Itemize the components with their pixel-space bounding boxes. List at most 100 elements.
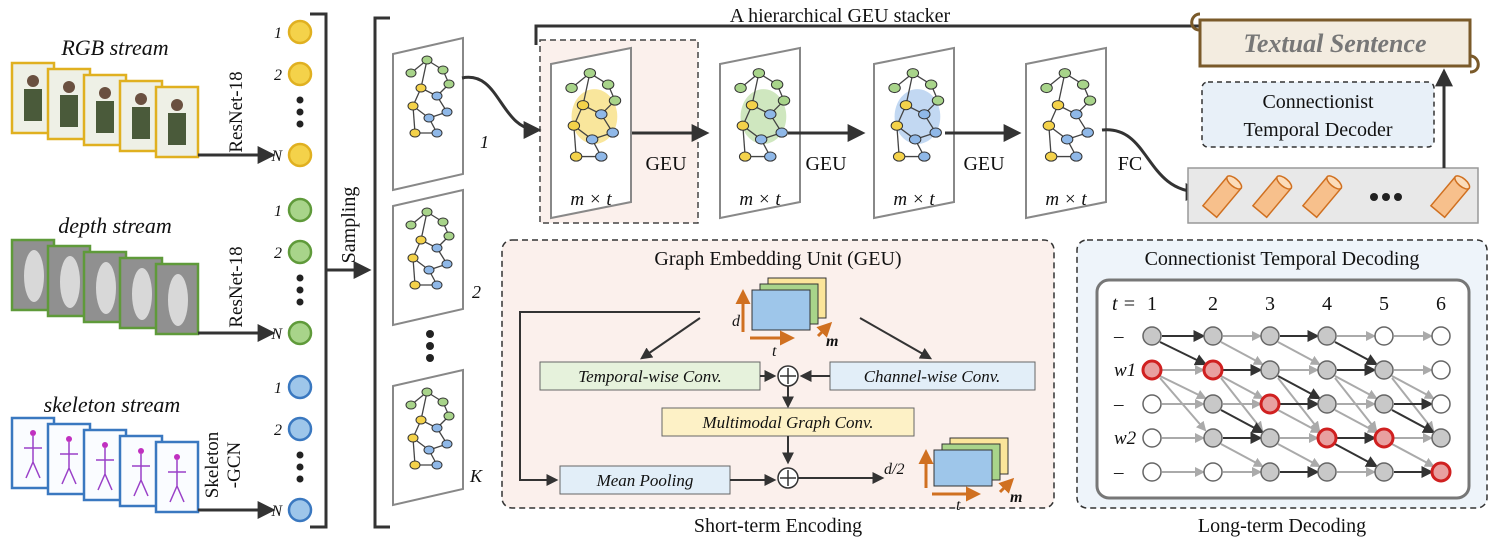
dims-label: m × t (570, 189, 612, 210)
ctc-node (1317, 394, 1337, 414)
channel-conv-box (829, 361, 1036, 391)
graph-node (431, 460, 443, 470)
graph-conv-label: Multimodal Graph Conv. (701, 413, 873, 432)
feature-ellipsis-dot (296, 274, 304, 282)
ctc-time-step: 5 (1379, 293, 1389, 315)
sum-node-2 (777, 467, 799, 489)
graph-node (1076, 79, 1090, 90)
sum-node-1 (777, 365, 799, 387)
graph-node (1083, 95, 1097, 106)
feature-bracket (310, 12, 328, 529)
graph-node (1044, 151, 1058, 162)
ctc-node (1203, 462, 1223, 482)
feature-node-label: 2 (274, 422, 282, 439)
ctc-edge (1334, 409, 1378, 433)
graph-node (585, 134, 599, 145)
feature-node-label: 2 (274, 245, 282, 262)
ctc-path-node (1141, 359, 1163, 381)
skeleton-backbone-label-1: Skeleton (202, 431, 223, 498)
depth-stream: depth stream ResNet-18 (10, 213, 276, 342)
graph-frame (719, 46, 801, 220)
graph-node (754, 134, 768, 145)
skeleton-stream: skeleton stream Skeleton -GCN (10, 392, 276, 519)
graph-frame (873, 46, 955, 220)
ctc-edge (1334, 341, 1379, 366)
feature-cylinder (1301, 175, 1343, 219)
graph-node (918, 151, 931, 162)
ctc-node (1260, 462, 1280, 482)
ctc-edge (1334, 443, 1379, 468)
geu-label-2: GEU (805, 153, 847, 175)
graph-node (409, 128, 421, 138)
graph-node (890, 120, 904, 131)
feature-node (287, 374, 313, 400)
ctc-row-label: w2 (1114, 428, 1137, 449)
ctc-row-labels: –w1–w2– (1113, 326, 1137, 483)
graph-node (431, 128, 443, 138)
ctc-node (1374, 326, 1394, 346)
ctc-node (1431, 428, 1451, 448)
axis-m: m (826, 333, 838, 350)
graph-node (405, 68, 417, 78)
ctc-edge (1159, 375, 1207, 399)
ctc-node (1317, 462, 1337, 482)
rgb-backbone-label: ResNet-18 (226, 71, 247, 152)
graph-node (918, 109, 931, 120)
ctc-edge (1277, 375, 1322, 400)
ctc-node (1142, 394, 1162, 414)
skeleton-backbone-label-2: -GCN (224, 442, 245, 489)
feature-node-label: N (270, 503, 283, 520)
feature-ellipsis-dot (296, 286, 304, 294)
graph-node (764, 151, 777, 162)
graph-node (409, 460, 421, 470)
feature-cylinder (1251, 175, 1293, 219)
graph-frame (392, 36, 464, 192)
graph-node (431, 280, 443, 290)
feature-cylinder (1201, 175, 1243, 219)
axis-t: t (772, 343, 777, 360)
feature-vector-column: 12N (270, 19, 313, 168)
feature-node-label: 2 (274, 67, 282, 84)
skeleton-frames (10, 416, 200, 514)
stacker-title: A hierarchical GEU stacker (730, 5, 951, 27)
graph-frame (392, 188, 464, 327)
graph-node (595, 109, 608, 120)
ctc-node (1142, 462, 1162, 482)
ctc-edge (1391, 443, 1435, 467)
geu-label-1: GEU (645, 153, 687, 175)
fc-arrow (1101, 128, 1204, 201)
ctc-path-node (1316, 427, 1338, 449)
mean-pooling-label: Mean Pooling (596, 471, 694, 490)
feature-ellipsis-dot (296, 475, 304, 483)
ctc-edge (1220, 375, 1264, 399)
frame-to-stacker-arrow (461, 75, 542, 139)
ctc-edge (1220, 409, 1265, 434)
feature-tensor-output (918, 437, 1015, 502)
graph-node (437, 397, 449, 407)
dims-label: m × t (893, 189, 935, 210)
graph-node (595, 151, 608, 162)
graph-edge (420, 59, 428, 89)
ctc-node (1203, 394, 1223, 414)
ctc-node (1374, 360, 1394, 380)
feature-node (287, 497, 313, 523)
feature-node-label: N (270, 326, 283, 343)
ctc-edge (1334, 375, 1378, 399)
feature-ellipsis-dot (296, 451, 304, 459)
rgb-stream: RGB stream ResNet-18 (10, 35, 276, 164)
sampling-label: Sampling (338, 187, 360, 264)
temporal-conv-label: Temporal-wise Conv. (578, 367, 722, 386)
graph-edge (420, 211, 428, 241)
graph-edge (412, 437, 416, 466)
graph-node (423, 445, 435, 455)
feature-node-label: 1 (274, 203, 282, 220)
fc-label: FC (1118, 153, 1142, 175)
ctc-node (1142, 326, 1162, 346)
axis-m-out: m (1010, 489, 1022, 506)
graph-node (443, 411, 455, 421)
graph-node (734, 82, 747, 94)
graph-node (407, 433, 419, 443)
graph-node (752, 68, 766, 79)
dims-label: m × t (1045, 189, 1087, 210)
